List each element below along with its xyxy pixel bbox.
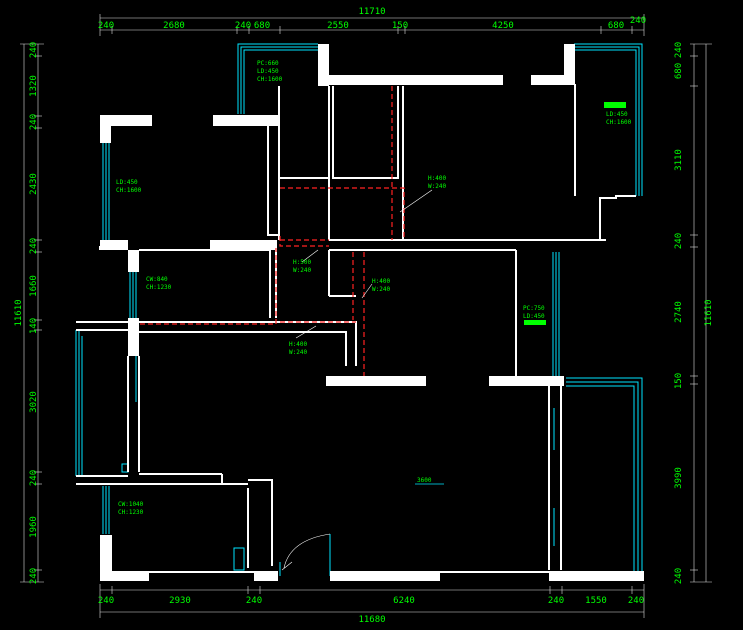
dim-right-total: 11610: [704, 299, 714, 326]
annotation-text: CH:1600: [116, 187, 142, 194]
dim-bottom-seg: 240: [628, 596, 644, 606]
dim-left-total: 11610: [14, 299, 24, 326]
annotation-text: W:240: [293, 267, 311, 274]
annotation-text: W:240: [289, 349, 307, 356]
dim-bottom-seg: 2930: [169, 596, 191, 606]
marker-bar: [604, 102, 626, 108]
dim-right-seg: 2740: [674, 301, 684, 323]
annotation-text: CH:1230: [146, 284, 172, 291]
dim-right-seg: 240: [674, 42, 684, 58]
dim-left-seg: 140: [29, 318, 39, 334]
dim-top-seg: 680: [608, 21, 624, 31]
annotation-text: 3600: [417, 477, 432, 484]
dim-left-seg: 1960: [29, 516, 39, 538]
dim-right-seg: 3990: [674, 467, 684, 489]
annotation-text: LD:450: [606, 111, 628, 118]
dim-left-seg: 2430: [29, 173, 39, 195]
dim-top-seg: 2680: [163, 21, 185, 31]
leader-lines: [295, 189, 433, 339]
annotation-text: W:240: [428, 183, 446, 190]
annotation-text: H:400: [372, 278, 390, 285]
marker-bar: [524, 320, 546, 325]
dim-top-seg: 4250: [492, 21, 514, 31]
dim-left-seg: 240: [29, 238, 39, 254]
dim-top-seg: 240: [630, 16, 646, 26]
annotation-text: CH:1600: [257, 76, 283, 83]
dim-top-seg: 240: [98, 21, 114, 31]
dim-left-seg: 240: [29, 470, 39, 486]
dim-left-seg: 3020: [29, 391, 39, 413]
annotation-text: H:500: [293, 259, 311, 266]
annotation-text: CH:1600: [606, 119, 632, 126]
annotation-text: CW:840: [146, 276, 168, 283]
dim-top-seg: 240: [235, 21, 251, 31]
dim-left-seg: 240: [29, 114, 39, 130]
dim-bottom-seg: 240: [98, 596, 114, 606]
dim-left-seg: 240: [29, 568, 39, 584]
dim-top-seg: 150: [392, 21, 408, 31]
dim-left-seg: 1320: [29, 75, 39, 97]
dim-bottom-seg: 6240: [393, 596, 415, 606]
dim-right-seg: 240: [674, 568, 684, 584]
annotation-text: CH:1230: [118, 509, 144, 516]
dim-left-seg: 1660: [29, 275, 39, 297]
dim-right-seg: 240: [674, 233, 684, 249]
door-leaf: [281, 561, 293, 571]
dim-top-seg: 680: [254, 21, 270, 31]
annotation-text: PC:660: [257, 60, 279, 67]
annotation-text: CW:1040: [118, 501, 144, 508]
beam-lines: [140, 86, 405, 376]
dim-bottom-seg: 1550: [585, 596, 607, 606]
dimension-labels: 11710 240 2680 240 680 2550 150 4250 680…: [14, 7, 714, 625]
annotation-text: W:240: [372, 286, 390, 293]
dim-right-seg: 150: [674, 373, 684, 389]
annotation-text: LD:450: [523, 313, 545, 320]
dim-right-seg: 680: [674, 63, 684, 79]
annotation-text: PC:750: [523, 305, 545, 312]
dim-bottom-seg: 240: [548, 596, 564, 606]
annotation-text: LD:450: [257, 68, 279, 75]
annotation-text: LD:450: [116, 179, 138, 186]
dimension-lines: [20, 14, 712, 618]
dim-right-seg: 3110: [674, 149, 684, 171]
dim-bottom-seg: 240: [246, 596, 262, 606]
windows: [75, 43, 643, 576]
dim-left-seg: 240: [29, 42, 39, 58]
door-swing: [283, 533, 331, 569]
dim-bottom-total: 11680: [358, 615, 385, 625]
annotation-text: H:400: [428, 175, 446, 182]
annotations: PC:660 LD:450 CH:1600 LD:450 CH:1600 LD:…: [116, 60, 632, 516]
annotation-text: H:400: [289, 341, 307, 348]
dim-top-seg: 2550: [327, 21, 349, 31]
dim-top-total: 11710: [358, 7, 385, 17]
